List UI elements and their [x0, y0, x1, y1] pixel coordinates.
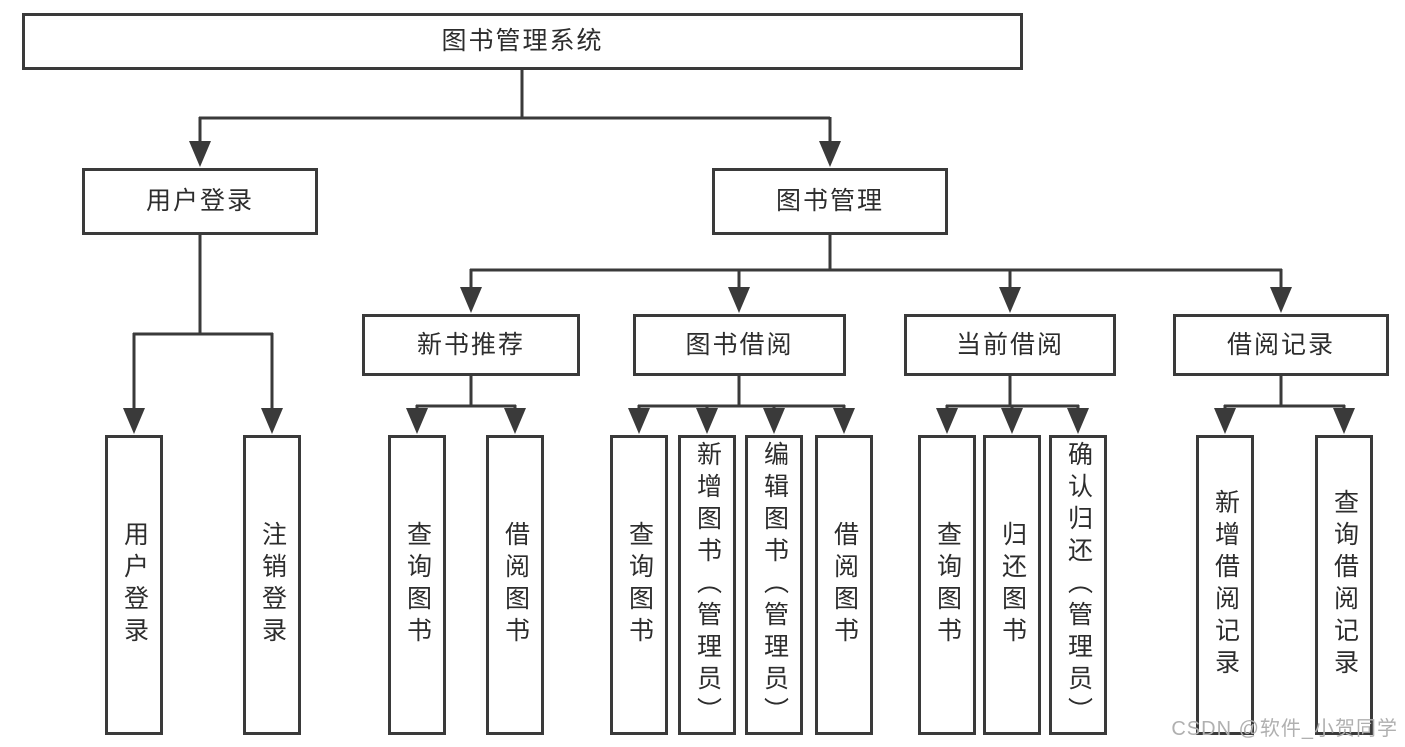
- leaf-user-login: 用户登录: [105, 435, 163, 735]
- arrowhead-icon: [504, 408, 526, 434]
- arrowhead-icon: [1001, 408, 1023, 434]
- leaf-query-books-recommend: 查询图书: [388, 435, 446, 735]
- leaf-borrow-books-recommend: 借阅图书: [486, 435, 544, 735]
- arrowhead-icon: [763, 408, 785, 434]
- node-book-borrowing: 图书借阅: [633, 314, 846, 376]
- leaf-query-borrow-record: 查询借阅记录: [1315, 435, 1373, 735]
- leaf-edit-book-admin: 编辑图书（管理员）: [745, 435, 803, 735]
- arrowhead-icon: [936, 408, 958, 434]
- node-borrowing-records: 借阅记录: [1173, 314, 1389, 376]
- leaf-add-book-admin: 新增图书（管理员）: [678, 435, 736, 735]
- arrowhead-icon: [628, 408, 650, 434]
- arrowhead-icon: [1214, 408, 1236, 434]
- arrowhead-icon: [819, 141, 841, 167]
- node-new-book-recommendation: 新书推荐: [362, 314, 580, 376]
- arrowhead-icon: [1333, 408, 1355, 434]
- arrowhead-icon: [123, 408, 145, 434]
- arrowhead-icon: [999, 287, 1021, 313]
- leaf-confirm-return-admin: 确认归还（管理员）: [1049, 435, 1107, 735]
- arrowhead-icon: [261, 408, 283, 434]
- watermark: CSDN @软件_小贺同学: [1171, 718, 1398, 740]
- arrowhead-icon: [1270, 287, 1292, 313]
- connector-root-to-level2: [198, 70, 832, 148]
- leaf-borrow-books: 借阅图书: [815, 435, 873, 735]
- leaf-query-books-borrowing: 查询图书: [610, 435, 668, 735]
- leaf-add-borrow-record: 新增借阅记录: [1196, 435, 1254, 735]
- arrowhead-icon: [1067, 408, 1089, 434]
- leaf-logout: 注销登录: [243, 435, 301, 735]
- arrowhead-icon: [696, 408, 718, 434]
- connector-user-login-to-children: [132, 235, 274, 417]
- connector-borrow-record-to-children: [1223, 376, 1346, 418]
- node-user-login: 用户登录: [82, 168, 318, 235]
- leaf-query-books-current: 查询图书: [918, 435, 976, 735]
- node-library-management-system: 图书管理系统: [22, 13, 1023, 70]
- arrowhead-icon: [189, 141, 211, 167]
- leaf-return-books: 归还图书: [983, 435, 1041, 735]
- connector-new-book-to-children: [415, 376, 517, 418]
- node-book-management: 图书管理: [712, 168, 948, 235]
- arrowhead-icon: [728, 287, 750, 313]
- arrowhead-icon: [406, 408, 428, 434]
- node-current-borrowing: 当前借阅: [904, 314, 1116, 376]
- connector-current-borrow-to-children: [945, 376, 1080, 418]
- arrowhead-icon: [460, 287, 482, 313]
- connector-book-management-to-level3: [469, 235, 1283, 296]
- connector-book-borrow-to-children: [637, 376, 846, 418]
- arrowhead-icon: [833, 408, 855, 434]
